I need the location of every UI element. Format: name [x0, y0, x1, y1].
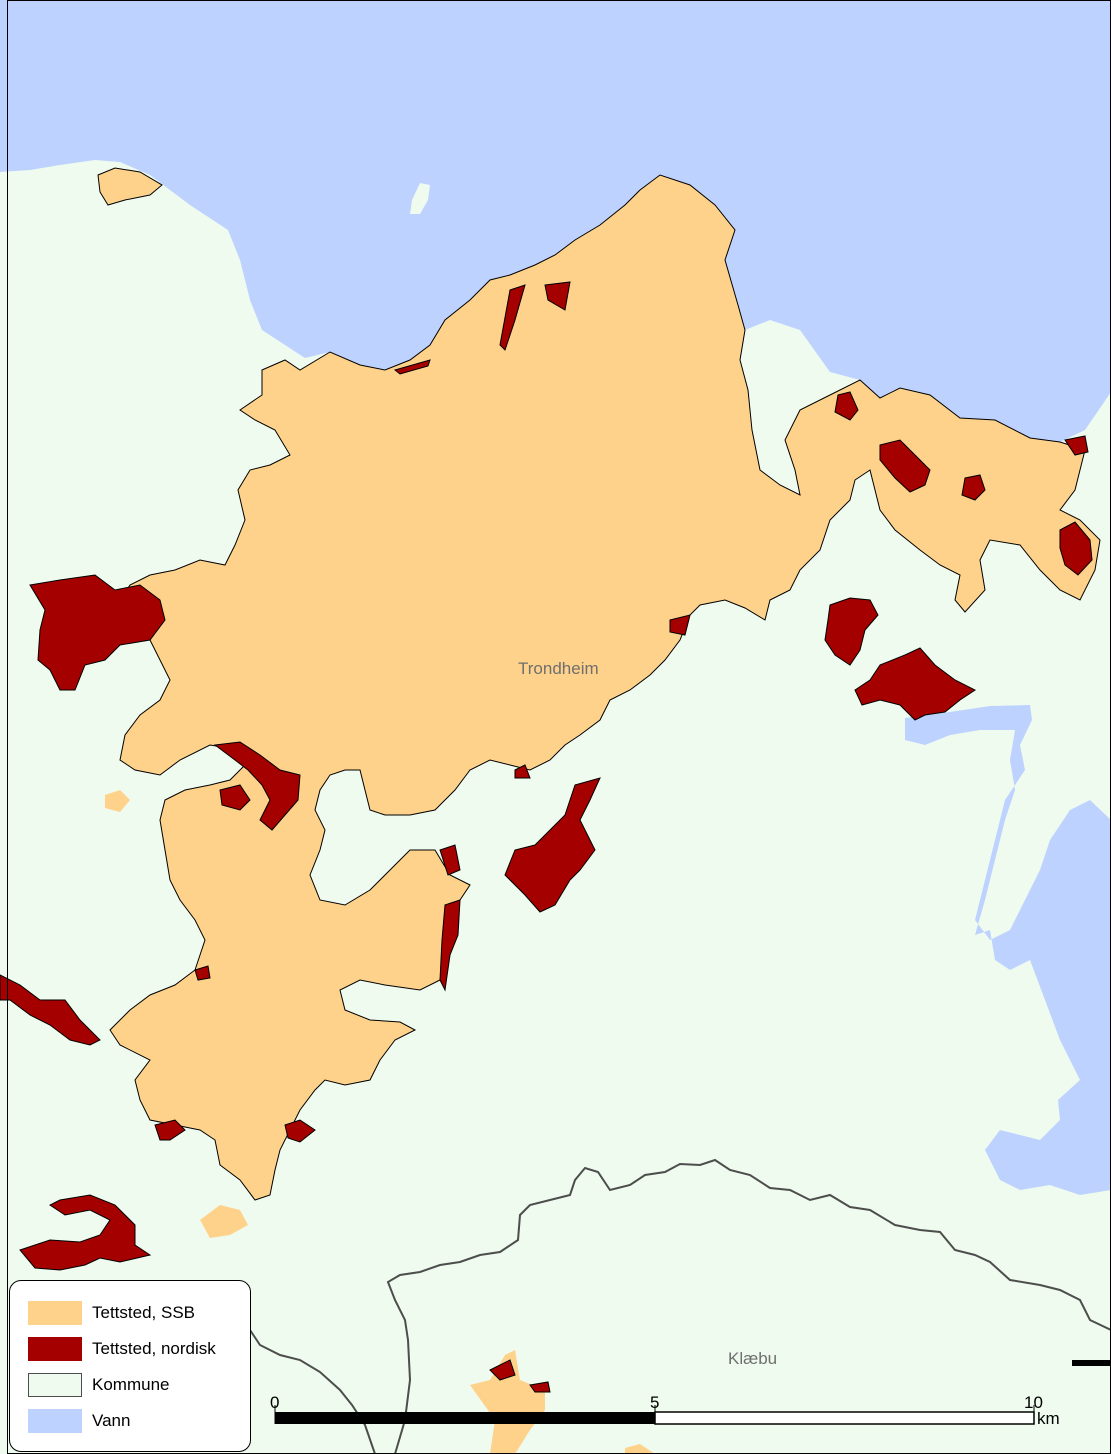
legend-swatch-vann [28, 1409, 82, 1433]
legend-label-tettsted-ssb: Tettsted, SSB [92, 1303, 195, 1322]
scale-bar: 0 5 10 km [270, 1393, 1060, 1428]
tettsted-ssb-klaebu [470, 1350, 545, 1454]
scale-segment-light [654, 1411, 1035, 1425]
legend-label-vann: Vann [92, 1411, 131, 1430]
place-label-klaebu: Klæbu [728, 1349, 777, 1368]
lake-east [905, 705, 1111, 1195]
tettsted-ssb-south [200, 1205, 248, 1238]
tettsted-ssb-bottom [625, 1444, 655, 1454]
legend-swatch-tettsted-nordisk [28, 1337, 82, 1361]
legend-label-tettsted-nordisk: Tettsted, nordisk [92, 1339, 216, 1358]
place-label-trondheim: Trondheim [518, 659, 599, 678]
edge-marker [1072, 1360, 1111, 1366]
legend-swatch-tettsted-ssb [28, 1301, 82, 1325]
scale-label-0: 0 [270, 1393, 279, 1412]
kommune-border-klaebu [386, 1158, 1111, 1454]
scale-unit: km [1037, 1409, 1060, 1428]
tettsted-ssb-islet [97, 167, 163, 206]
scale-segment-dark [275, 1412, 655, 1424]
legend-item-tettsted-ssb: Tettsted, SSB [10, 1295, 250, 1331]
scale-label-10: 10 [1024, 1393, 1043, 1412]
tettsted-ssb-small-west [105, 790, 130, 812]
legend-item-vann: Vann [10, 1403, 250, 1439]
legend-item-tettsted-nordisk: Tettsted, nordisk [10, 1331, 250, 1367]
fjord-water [0, 0, 1111, 442]
islet [410, 183, 430, 214]
legend-item-kommune: Kommune [10, 1367, 250, 1403]
tettsted-nordisk-areas [0, 281, 1093, 1393]
tettsted-ssb-trondheim [109, 174, 1101, 1201]
scale-label-5: 5 [650, 1393, 659, 1412]
legend-swatch-kommune [28, 1373, 82, 1397]
legend: Tettsted, SSB Tettsted, nordisk Kommune … [9, 1280, 251, 1452]
legend-label-kommune: Kommune [92, 1375, 170, 1394]
